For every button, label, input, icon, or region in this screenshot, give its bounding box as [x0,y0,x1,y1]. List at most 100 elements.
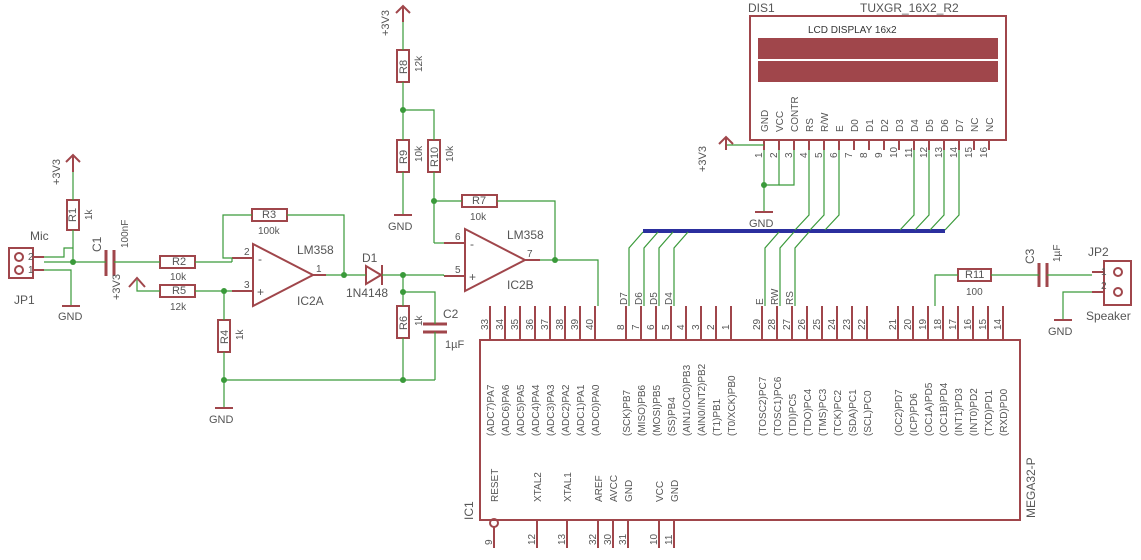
jp2-name: JP2 [1088,245,1109,259]
ic1-pin-number: 40 [585,318,596,330]
lcd-pin-number: 14 [949,146,960,158]
ic2a-name: IC2A [297,294,324,308]
ic1-pin-label: (TXD)PD1 [984,389,995,436]
ic1-pin-number: 35 [510,318,521,330]
connector-jp1: Mic 2 1 JP1 [8,229,49,307]
ic1-pin-label: (TMS)PC3 [818,388,829,436]
supply-label: +3V3 [111,274,123,300]
ic2b-pin-out: 7 [527,249,533,260]
junctions [70,107,767,383]
ic1-pin-label: (INT0)PD2 [969,388,980,436]
ic1-pin-number: 21 [888,318,899,330]
resistor-r9: R9 10k [396,139,425,173]
ic1-pin-label: AREF [594,475,605,502]
ic1-pin-number: 5 [661,324,672,330]
ic1-pin-number: 4 [676,324,687,330]
bus-label-rw: RW [770,288,781,305]
ic1-pin-number: 23 [842,318,853,330]
lcd-pin-label: E [835,125,846,132]
lcd-pin-label: GND [760,110,771,132]
ground-r4: GND [209,407,234,426]
lcd-pin-number: 5 [814,152,825,158]
supply-3v3-r5: +3V3 [111,274,146,300]
ic2b-minus: - [470,237,474,251]
bus-signal-labels: D7 D6 D5 D4 E RW RS [619,288,796,305]
lcd-pin-label: D1 [865,119,876,132]
r8-name: R8 [398,60,410,74]
ic2a-minus: - [258,252,262,266]
ic1-pin-number: 6 [646,324,657,330]
lcd-pin-number: 11 [904,147,915,158]
ic2b-plus: + [469,270,476,284]
ic1-pin-label: (ADC4)PA4 [531,384,542,436]
bus-label-d4: D4 [664,292,675,305]
lcd-pin-label: D6 [940,119,951,132]
lcd-pin-number: 7 [844,152,855,158]
ic1-pin-label: (SCL)PC0 [863,390,874,436]
ic1-pin-number: 20 [903,318,914,330]
lcd-pin-number: 3 [784,152,795,158]
jp1-label: Mic [30,229,49,243]
lcd-value: TUXGR_16X2_R2 [860,1,959,15]
ic1-pin-number: 7 [631,324,642,330]
ic1-pin-label: (ICP)PD6 [909,393,920,436]
ic1-pin-label: (SCK)PB7 [622,389,633,436]
ic1-pin-number: 18 [933,318,944,330]
jp1-pin-1: 1 [28,265,34,276]
ic2b-pin-minus: 6 [455,232,461,243]
lcd-display-text: LCD DISPLAY 16x2 [808,25,897,36]
resistor-r6: R6 1k [396,305,425,339]
jp1-name: JP1 [14,293,35,307]
resistor-r2: R2 10k [159,255,196,283]
ic1-bottom-pins: RESET9XTAL212XTAL113AREF32AVCC30GND31VCC… [484,469,681,548]
ic1-top-pins: (ADC7)PA733(ADC6)PA634(ADC5)PA535(ADC4)P… [480,306,1010,436]
lcd-pin-number: 10 [889,146,900,158]
c2-value: 1µF [445,339,464,351]
ic1-pin-label: (MOSI)PB5 [652,384,663,436]
ic1-pin-label: (TCK)PC2 [833,389,844,436]
ic1-pin-number: 37 [540,318,551,330]
resistor-r4: R4 1k [217,319,246,353]
supply-3v3-lcd: +3V3 [697,135,734,172]
ic1-pin-label: (ADC7)PA7 [486,384,497,436]
ground-label: GND [388,221,413,233]
supply-label: +3V3 [697,146,709,172]
bus-label-e: E [755,298,766,305]
bus-label-d6: D6 [634,292,645,305]
ic1-pin-label: (AIN0/INT2)PB2 [697,363,708,436]
ground-label: GND [209,414,234,426]
c3-value: 1µF [1052,245,1063,262]
lcd-pin-number: 13 [934,146,945,158]
ic2b-value: LM358 [507,228,544,242]
lcd-pin-label: D0 [850,119,861,132]
r4-name: R4 [219,330,231,344]
ic1-pin-number: 19 [918,318,929,330]
c2-name: C2 [443,307,459,321]
resistor-r10: R10 10k [427,139,456,173]
ic1-pin-label: GND [624,480,635,502]
resistor-r3: R3 100k [251,208,288,237]
d1-name: D1 [362,251,378,265]
ic1-pin-number: 9 [484,539,495,545]
lcd-pin-label: RS [805,118,816,132]
ic1-pin-label: (ADC3)PA3 [546,384,557,436]
ground-label: GND [58,311,83,323]
ic1-pin-number: 29 [752,318,763,330]
ic2a-pin-minus: 2 [244,247,250,258]
d1-value: 1N4148 [346,286,388,300]
r5-value: 12k [170,302,187,313]
ic1-pin-number: 10 [649,533,660,545]
ic1-pin-number: 3 [691,324,702,330]
ground-r9: GND [388,214,413,233]
lcd-display-dis1: DIS1 TUXGR_16X2_R2 LCD DISPLAY 16x2 GND1… [748,1,1007,158]
ic1-pin-label: (ADC1)PA1 [576,384,587,436]
lcd-pin-number: 4 [799,152,810,158]
r6-value: 1k [414,314,425,326]
resistor-r8: R8 12k [396,49,425,83]
r6-name: R6 [398,316,410,330]
capacitor-c2: C2 1µF [423,307,464,351]
ic1-pin-number: 2 [706,324,717,330]
ic1-pin-label: (INT1)PD3 [954,388,965,436]
c3-name: C3 [1023,248,1037,264]
